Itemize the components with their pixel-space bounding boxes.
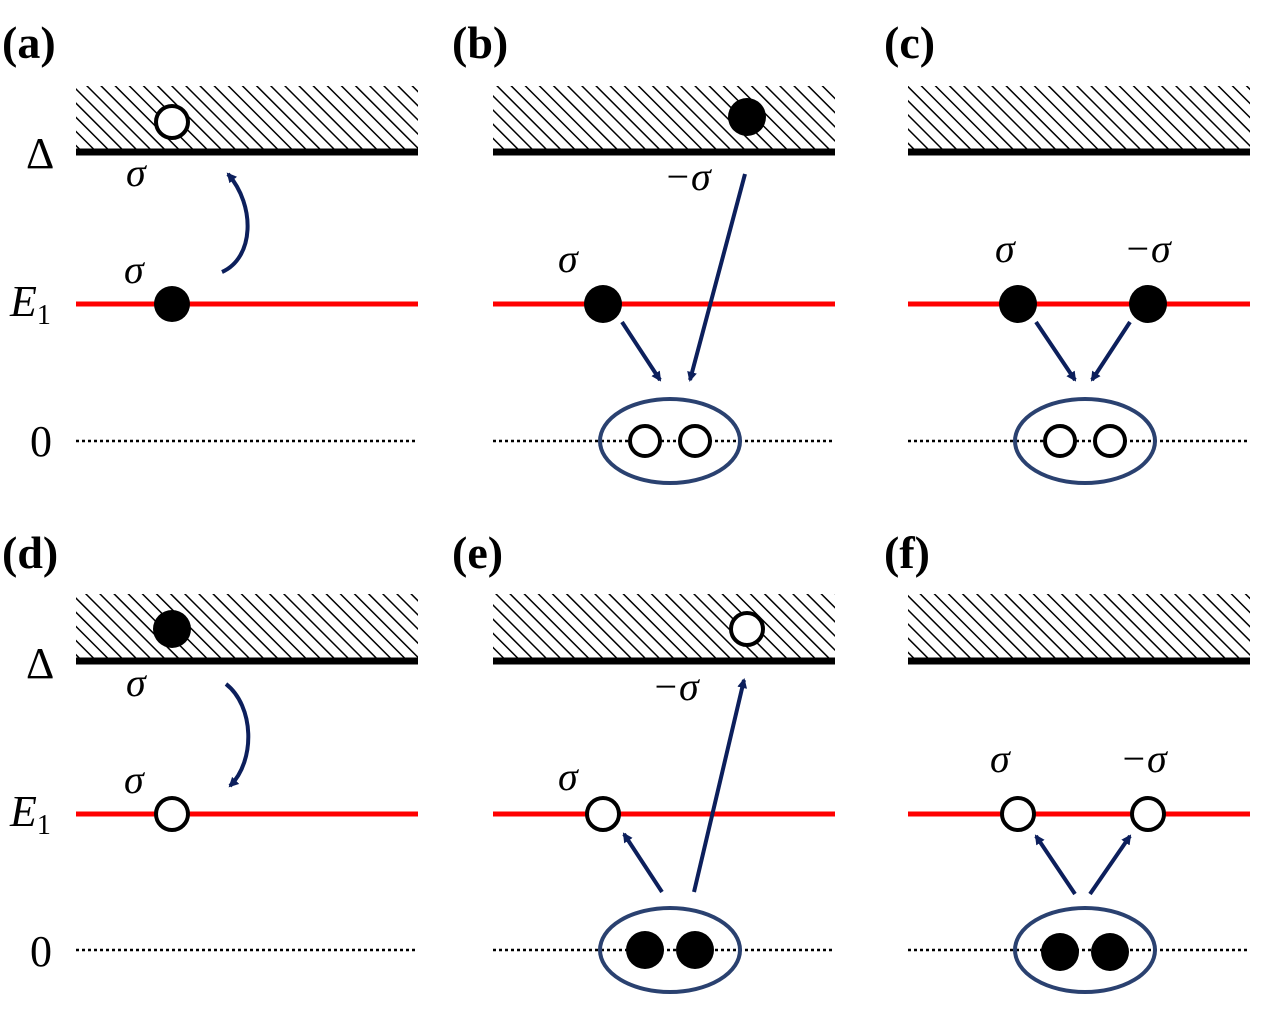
spin-label-e1: σ [558, 754, 579, 799]
e1-sub: 1 [37, 810, 51, 841]
e1-label: E1 [9, 277, 51, 331]
hole-continuum [729, 611, 765, 647]
hole-e1-right [1130, 796, 1166, 832]
pair-hole-2 [678, 424, 712, 458]
hole-e1 [154, 796, 190, 832]
continuum-hatch [493, 594, 835, 658]
hole-continuum [154, 104, 190, 140]
cooper-pair-ellipse [1013, 397, 1157, 485]
transition-arrow-up [221, 172, 250, 274]
pair-electron-1 [1041, 933, 1079, 971]
spin-label-e1: σ [558, 236, 579, 281]
panel-label-f: (f) [884, 527, 930, 578]
hole-e1 [585, 796, 621, 832]
arrow-right-to-pair [1090, 320, 1132, 382]
arrow-continuum-to-pair [687, 173, 747, 382]
electron-continuum [153, 610, 191, 648]
pair-hole-2 [1093, 424, 1127, 458]
continuum-hatch [908, 86, 1250, 150]
panel-c: (c) σ −σ [884, 17, 1250, 485]
e1-base: E [9, 277, 37, 326]
pair-hole-1 [1043, 424, 1077, 458]
pair-electron-1 [626, 931, 664, 969]
electron-e1 [584, 285, 622, 323]
spin-label-e1: σ [124, 757, 145, 802]
spin-label-continuum: −σ [652, 664, 700, 709]
electron-e1-left [999, 285, 1037, 323]
zero-label: 0 [30, 927, 52, 976]
panel-label-b: (b) [452, 17, 508, 68]
spin-label-right: −σ [1124, 226, 1172, 271]
panel-b: (b) −σ σ [452, 17, 835, 485]
electron-e1 [154, 286, 190, 322]
pair-hole-1 [628, 424, 662, 458]
arrow-pair-to-continuum [692, 678, 748, 893]
continuum-hatch [493, 86, 835, 150]
gap-label: Δ [26, 129, 54, 178]
continuum-hatch [76, 594, 418, 658]
arrow-pair-to-e1 [622, 832, 664, 894]
e1-label: E1 [9, 787, 51, 841]
transition-arrow-down [224, 682, 251, 788]
spin-label-right: −σ [1120, 736, 1168, 781]
panel-a: (a) Δ E1 0 σ σ [2, 17, 418, 466]
pair-electron-2 [1091, 933, 1129, 971]
continuum-hatch [908, 594, 1250, 658]
spin-label-continuum: σ [126, 150, 147, 195]
spin-label-continuum: σ [126, 660, 147, 705]
spin-label-left: σ [995, 226, 1016, 271]
hole-e1-left [1000, 796, 1036, 832]
panel-f: (f) σ −σ [884, 527, 1250, 994]
panel-label-c: (c) [884, 17, 935, 68]
arrow-pair-to-right [1088, 834, 1132, 896]
spin-label-continuum: −σ [664, 154, 712, 199]
continuum-hatch [76, 86, 418, 150]
cooper-pair-ellipse [598, 906, 742, 994]
arrow-pair-to-left [1034, 834, 1077, 896]
panel-label-e: (e) [452, 527, 503, 578]
panel-label-a: (a) [2, 17, 56, 68]
zero-label: 0 [30, 417, 52, 466]
electron-e1-right [1129, 285, 1167, 323]
electron-continuum [728, 98, 766, 136]
arrow-e1-to-pair [620, 320, 662, 382]
cooper-pair-ellipse [1013, 906, 1157, 994]
panel-d: (d) Δ E1 0 σ σ [2, 527, 418, 976]
panel-e: (e) −σ σ [452, 527, 835, 994]
spin-label-e1: σ [124, 247, 145, 292]
arrow-left-to-pair [1034, 320, 1077, 382]
cooper-pair-ellipse [598, 397, 742, 485]
panel-label-d: (d) [2, 527, 58, 578]
pair-electron-2 [676, 931, 714, 969]
e1-base: E [9, 787, 37, 836]
spin-label-left: σ [990, 736, 1011, 781]
e1-sub: 1 [37, 300, 51, 331]
gap-label: Δ [26, 639, 54, 688]
